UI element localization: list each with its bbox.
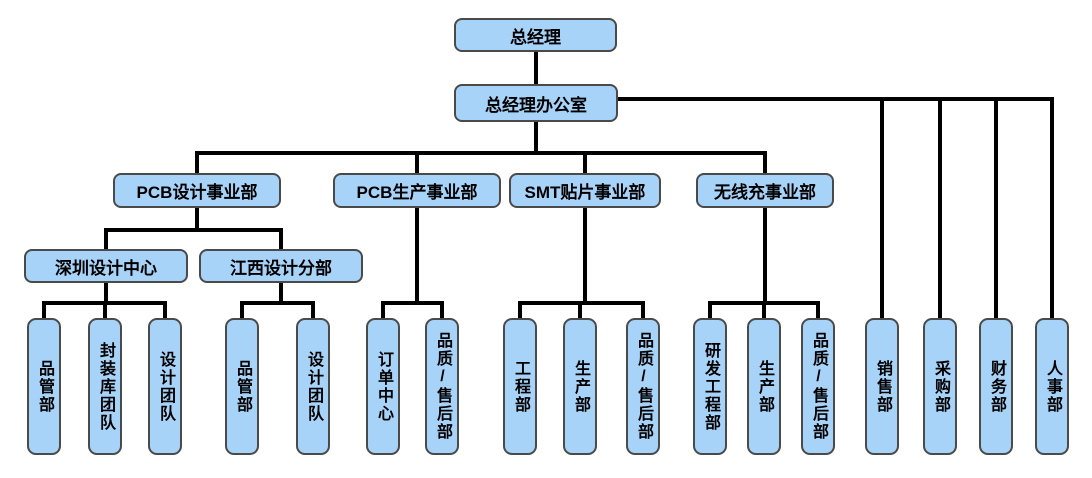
connector-design-centers-bar: [104, 228, 283, 232]
connector-root-to-office: [534, 52, 538, 84]
connector-jiangxi-children-bar: [240, 301, 315, 305]
connector-drop-sz-quality: [42, 305, 46, 318]
node-smt-engineering-dept: 工程部: [503, 318, 537, 455]
node-sz-design-team: 设计团队: [148, 318, 182, 455]
connector-drop-shenzhen: [104, 232, 108, 249]
node-finance-dept: 财务部: [979, 318, 1013, 455]
connector-drop-pcb-production: [415, 155, 419, 173]
node-sales-dept: 销售部: [865, 318, 899, 455]
connector-drop-order-center: [381, 305, 385, 318]
node-pcb-production-division: PCB生产事业部: [333, 173, 501, 208]
connector-smt-riser: [583, 208, 587, 301]
node-shenzhen-design-center: 深圳设计中心: [24, 249, 188, 283]
connector-drop-sales: [880, 101, 884, 318]
connector-pcb-design-riser: [195, 208, 199, 228]
connector-shenzhen-children-bar: [42, 301, 167, 305]
node-jiangxi-design-branch: 江西设计分部: [199, 249, 363, 283]
connector-shenzhen-riser: [104, 283, 108, 301]
connector-office-right-bar: [618, 97, 1054, 101]
node-jx-design-team: 设计团队: [296, 318, 330, 455]
connector-drop-jiangxi: [279, 232, 283, 249]
connector-wireless-riser: [763, 208, 767, 301]
connector-pcb-production-riser: [415, 208, 419, 301]
connector-drop-procurement: [938, 101, 942, 318]
connector-drop-jx-design: [311, 305, 315, 318]
connector-smt-children-bar: [518, 301, 645, 305]
node-gm-office: 总经理办公室: [454, 84, 618, 122]
connector-pcb-production-children-bar: [381, 301, 444, 305]
connector-office-riser: [534, 122, 538, 151]
node-sz-footprint-library-team: 封装库团队: [88, 318, 122, 455]
node-smt-production-dept: 生产部: [563, 318, 597, 455]
connector-jiangxi-riser: [279, 283, 283, 301]
node-order-center: 订单中心: [366, 318, 400, 455]
connector-drop-pcb-quality: [440, 305, 444, 318]
connector-drop-sz-design: [163, 305, 167, 318]
connector-drop-smt-engineering: [518, 305, 522, 318]
connector-drop-smt-quality: [641, 305, 645, 318]
node-general-manager: 总经理: [454, 18, 617, 52]
connector-wireless-children-bar: [708, 301, 820, 305]
node-rd-engineering-dept: 研发工程部: [693, 318, 727, 455]
connector-drop-smt-production: [578, 305, 582, 318]
node-wl-production-dept: 生产部: [747, 318, 781, 455]
node-sz-quality-dept: 品管部: [27, 318, 61, 455]
connector-drop-sz-library: [103, 305, 107, 318]
connector-drop-pcb-design: [195, 155, 199, 173]
connector-drop-finance: [994, 101, 998, 318]
connector-drop-wireless: [763, 155, 767, 173]
connector-drop-jx-quality: [240, 305, 244, 318]
node-hr-dept: 人事部: [1035, 318, 1069, 455]
connector-divisions-bar: [195, 151, 767, 155]
node-smt-quality-aftersales-dept: 品质/售后部: [626, 318, 660, 455]
connector-drop-wl-quality: [816, 305, 820, 318]
node-jx-quality-dept: 品管部: [225, 318, 259, 455]
node-smt-division: SMT贴片事业部: [509, 173, 661, 208]
node-wireless-charging-division: 无线充事业部: [696, 173, 834, 208]
connector-drop-smt: [583, 155, 587, 173]
node-pcb-quality-aftersales-dept: 品质/售后部: [425, 318, 459, 455]
node-procurement-dept: 采购部: [923, 318, 957, 455]
node-pcb-design-division: PCB设计事业部: [113, 173, 281, 208]
node-wl-quality-aftersales-dept: 品质/售后部: [801, 318, 835, 455]
connector-drop-hr: [1050, 101, 1054, 318]
connector-drop-wl-production: [762, 305, 766, 318]
connector-drop-rd-engineering: [708, 305, 712, 318]
